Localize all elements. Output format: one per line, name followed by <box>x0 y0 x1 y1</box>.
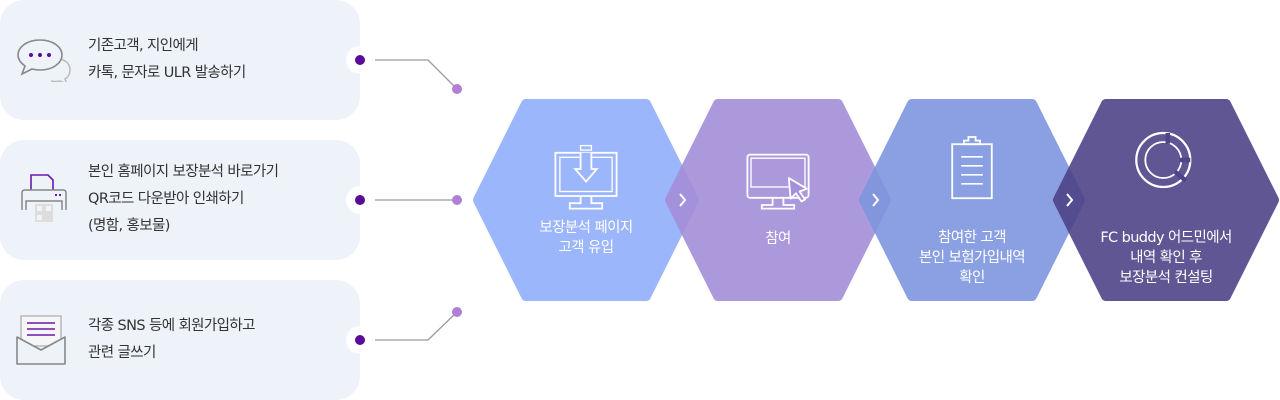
step-hexagon <box>1053 99 1279 301</box>
monitor-cursor-icon <box>746 153 810 210</box>
step-label-line: 참여 <box>765 231 791 247</box>
channel-text: 본인 홈페이지 보장분석 바로가기 QR코드 다운받아 인쇄하기 (명함, 홍보… <box>88 159 279 240</box>
printer-qr-icon <box>21 174 67 222</box>
monitor-download-icon <box>554 144 618 210</box>
step-label-line: 참여한 고객 <box>938 230 1006 246</box>
step-label-line: FC buddy 어드민에서 <box>1100 230 1232 246</box>
chat-bubble-icon <box>17 39 71 82</box>
connector-line <box>375 59 458 90</box>
step-label: 참여 <box>678 229 878 249</box>
connector-start-dot <box>346 46 374 74</box>
clipboard-icon <box>951 136 993 200</box>
envelope-icon <box>16 315 66 365</box>
chevron-right-icon <box>679 193 687 207</box>
channel-card-sns: 각종 SNS 등에 회원가입하고 관련 글쓰기 <box>0 280 360 400</box>
step-label-line: 본인 보험가입내역 <box>919 250 1026 266</box>
connector-dot <box>452 84 462 94</box>
step-hexagon <box>665 99 891 301</box>
connector-line <box>375 311 458 341</box>
channel-text: 기존고객, 지인에게 카톡, 문자로 ULR 발송하기 <box>88 33 246 87</box>
step-label-line: 고객 유입 <box>558 240 615 256</box>
channel-card-qr: 본인 홈페이지 보장분석 바로가기 QR코드 다운받아 인쇄하기 (명함, 홍보… <box>0 140 360 260</box>
connector-start-dot <box>346 186 374 214</box>
channel-line: 각종 SNS 등에 회원가입하고 <box>88 318 255 334</box>
channel-line: 기존고객, 지인에게 <box>88 38 199 54</box>
channel-line: 카톡, 문자로 ULR 발송하기 <box>88 65 246 81</box>
channel-line: (명함, 홍보물) <box>88 218 170 234</box>
step-label-line: 확인 <box>959 270 985 286</box>
channel-line: 관련 글쓰기 <box>88 345 156 361</box>
connector-start-dot <box>346 326 374 354</box>
connector-dot <box>452 307 462 317</box>
step-label-line: 보장분석 컨설팅 <box>1119 270 1213 286</box>
connector-dot <box>452 195 462 205</box>
pie-chart-icon <box>1135 131 1192 189</box>
step-label-line: 내역 확인 후 <box>1130 250 1202 266</box>
channel-line: QR코드 다운받아 인쇄하기 <box>88 191 244 207</box>
channel-card-messenger: 기존고객, 지인에게 카톡, 문자로 ULR 발송하기 <box>0 0 360 120</box>
step-hexagon <box>473 99 699 301</box>
channel-line: 본인 홈페이지 보장분석 바로가기 <box>88 164 279 180</box>
connector-lines <box>375 59 462 341</box>
channel-text: 각종 SNS 등에 회원가입하고 관련 글쓰기 <box>88 313 255 367</box>
step-label-line: 보장분석 페이지 <box>539 220 633 236</box>
chevron-right-icon <box>872 193 880 207</box>
chevron-right-icon <box>1066 193 1074 207</box>
